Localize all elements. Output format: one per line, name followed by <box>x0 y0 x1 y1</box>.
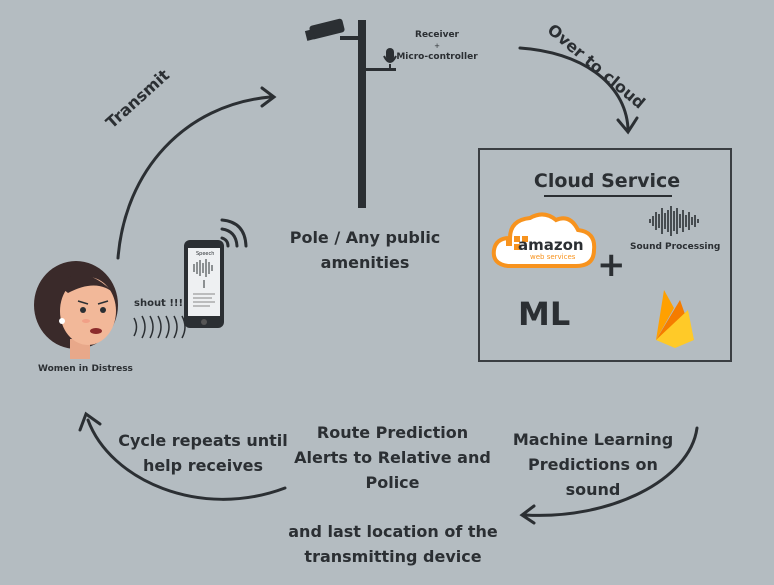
receiver-text: Receiver <box>415 30 459 40</box>
route-label-line2: Alerts to Relative and <box>294 448 491 467</box>
pole-label-line1: Pole / Any public <box>289 228 441 247</box>
shout-label: shout !!!! <box>134 298 188 309</box>
ml-pred-line1: Machine Learning <box>512 430 674 449</box>
women-in-distress-label: Women in Distress <box>38 364 133 374</box>
microphone-icon <box>383 48 397 70</box>
ml-pred-line2: Predictions on <box>528 455 658 474</box>
cloud-arrow <box>518 46 630 130</box>
ml-predictions-label: Machine Learning Predictions on sound <box>508 427 678 502</box>
ml-return-arrowhead <box>519 504 536 525</box>
woman-avatar <box>34 261 118 359</box>
wifi-signal-icon <box>220 218 248 248</box>
sound-processing-waveform-icon <box>649 206 699 236</box>
cycle-arrowhead <box>78 411 102 432</box>
route-label-line1: Route Prediction <box>316 423 469 442</box>
cloud-service-box: Cloud Service amazon web services Sound … <box>478 148 732 362</box>
ml-pred-line3: sound <box>565 480 621 499</box>
cloud-service-title: Cloud Service <box>533 170 681 192</box>
transmit-arrowhead <box>260 86 277 108</box>
micro-controller-text: Micro-controller <box>396 52 478 62</box>
sound-waves-icon <box>133 315 186 339</box>
plus-sign: + <box>597 245 626 285</box>
camera-icon <box>304 18 360 41</box>
cycle-arrow <box>86 418 287 501</box>
last-location-label: and last location of the transmitting de… <box>282 519 504 569</box>
receiver-label: Receiver + Micro-controller <box>392 30 482 63</box>
pole-label: Pole / Any public amenities <box>285 225 445 275</box>
firebase-logo <box>656 290 694 348</box>
cloud-service-title-underline <box>544 195 672 197</box>
cycle-label-line1: Cycle repeats until <box>118 431 288 450</box>
sound-processing-label: Sound Processing <box>630 242 721 252</box>
route-prediction-label: Route Prediction Alerts to Relative and … <box>285 420 500 495</box>
phone-illustration <box>184 240 224 328</box>
location-label-line2: transmitting device <box>304 547 482 566</box>
route-label-line3: Police <box>365 473 420 492</box>
location-label-line1: and last location of the <box>288 522 498 541</box>
cycle-label: Cycle repeats until help receives <box>118 428 288 478</box>
receiver-plus: + <box>434 42 440 50</box>
pole-illustration <box>304 18 397 208</box>
ml-label: ML <box>518 295 571 333</box>
pole-label-line2: amenities <box>320 253 410 272</box>
ml-return-arrow <box>523 426 699 517</box>
aws-cloud-logo <box>491 212 597 268</box>
cycle-label-line2: help receives <box>142 456 264 475</box>
phone-speech-label: Speech <box>196 251 215 257</box>
cloud-arrowhead <box>616 116 639 135</box>
transmit-arrow <box>116 95 272 260</box>
pole-shaft <box>358 20 366 208</box>
aws-web-services-text: web services <box>530 253 576 261</box>
waveform-icon <box>193 259 213 277</box>
aws-amazon-text: amazon <box>518 236 584 254</box>
